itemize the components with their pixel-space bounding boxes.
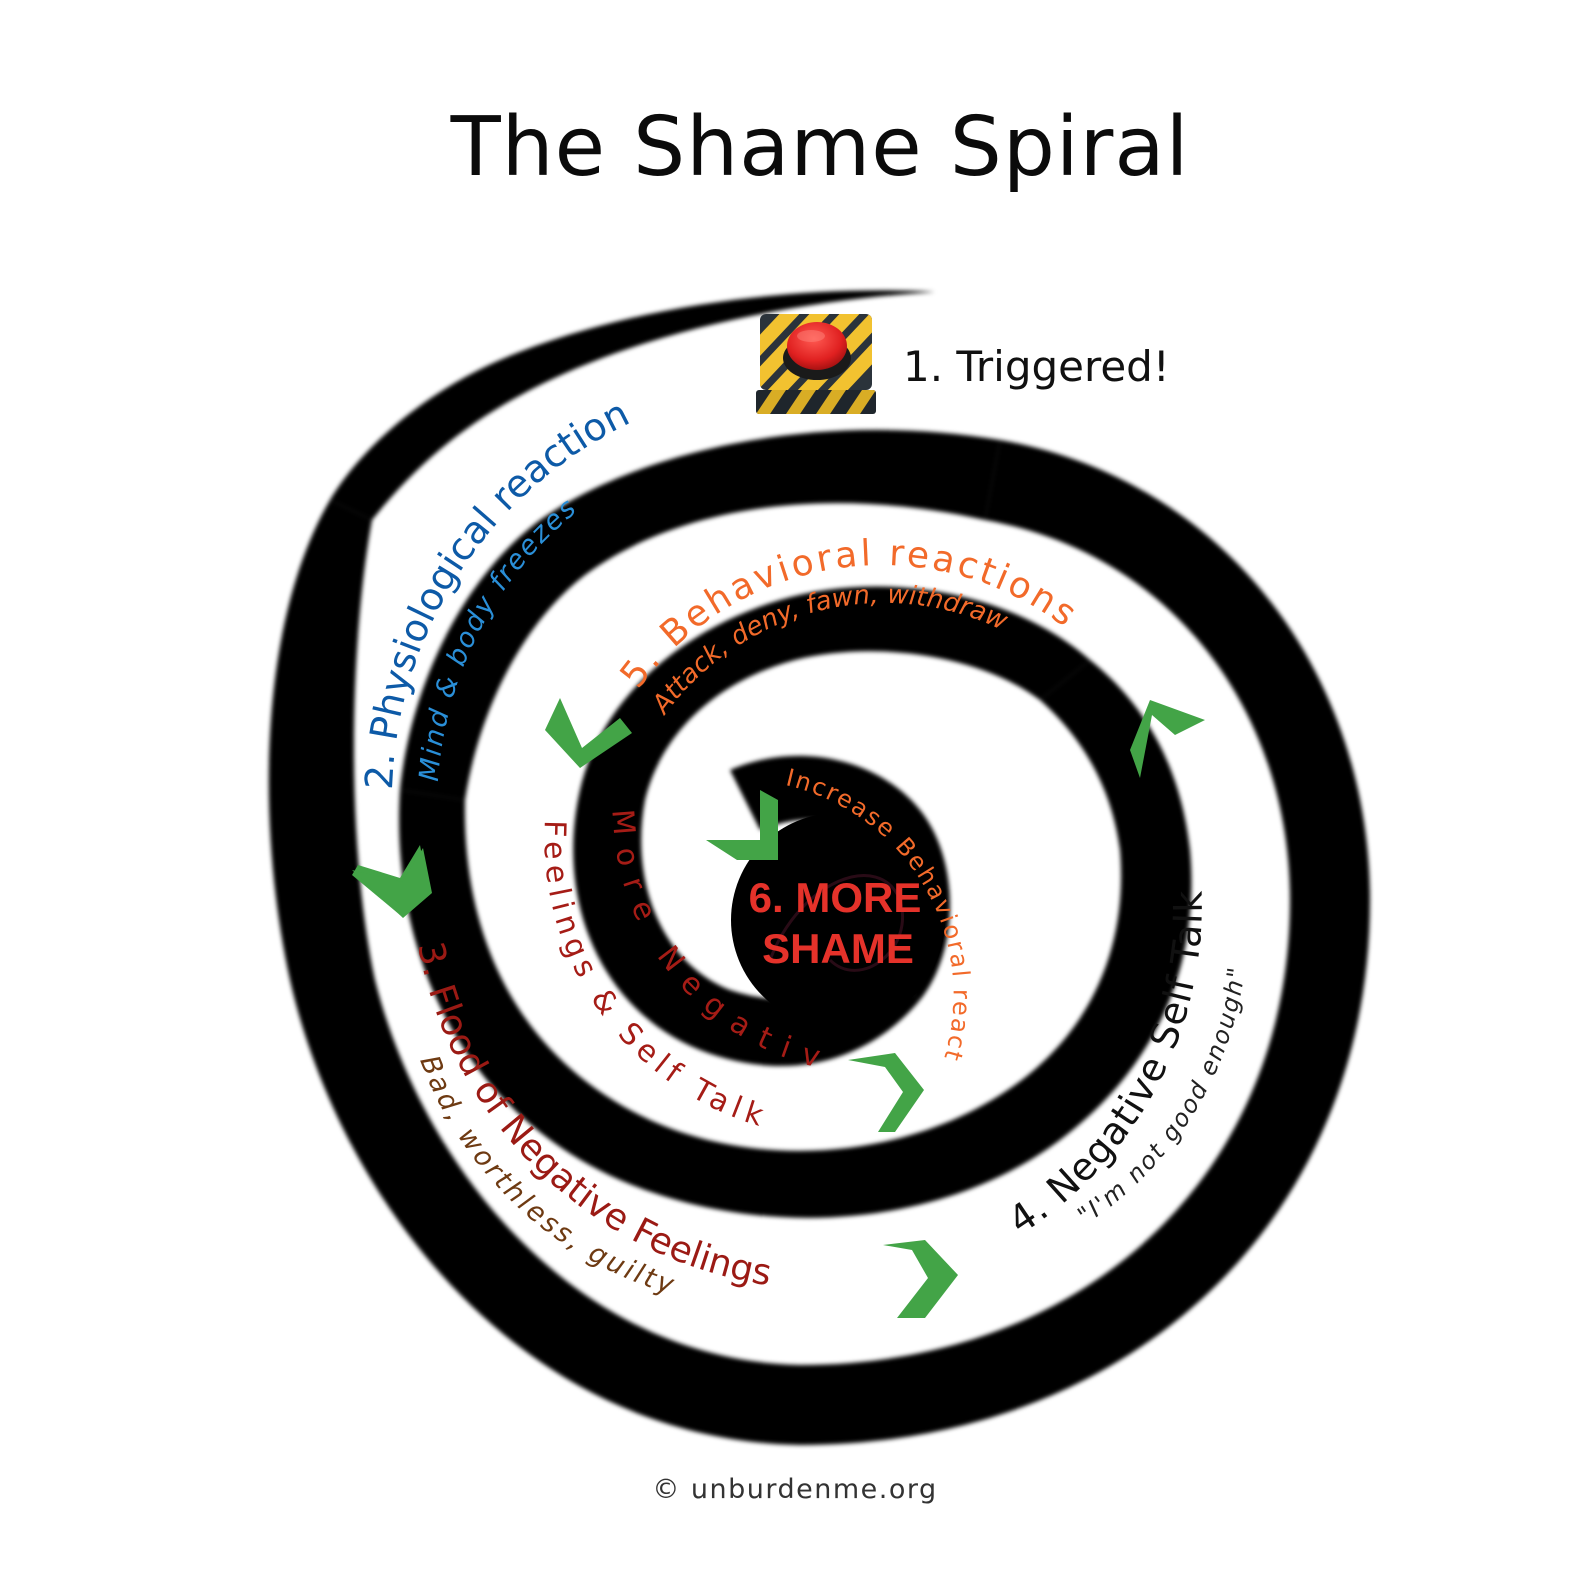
spiral-ring-second-bottom [399,790,1192,1218]
spiral-ring-second-top [400,429,1000,800]
arrow-inner-to-behavioral-icon [848,1053,924,1132]
copyright-footer: © unburdenme.org [652,1474,938,1505]
hazard-stripes-front [756,390,876,414]
arrow-5-to-inner-icon [545,698,632,768]
spiral-ring-outer-left [268,500,800,1445]
arrow-2-to-3-icon-body [352,848,432,918]
stage-1-label: 1. Triggered! [903,342,1170,391]
center-label-line1: 6. MORE [749,874,922,921]
center-label-line2: SHAME [762,925,914,972]
arrow-to-center-icon [706,790,778,860]
spiral-ring-second-right [1040,660,1190,850]
spiral-ring-third [573,586,1090,1066]
arrow-4-to-5-icon [1130,700,1205,778]
arrows [352,698,1205,1318]
spiral-ring-outer-right [800,440,1370,1445]
spiral-tail [330,290,935,520]
center-circle: 6. MORE SHAME [731,813,945,1027]
page-title: The Shame Spiral [450,100,1190,195]
alarm-button-icon [756,314,876,414]
spiral-band [268,290,1370,1445]
arrow-3-to-4-icon [883,1240,958,1318]
